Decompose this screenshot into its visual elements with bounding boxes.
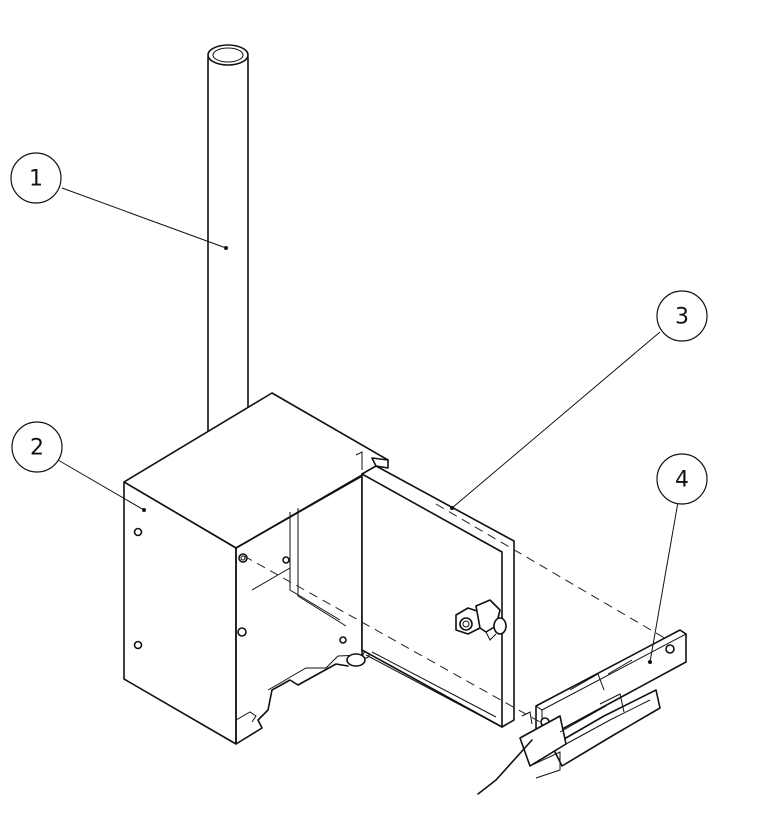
door-part: [361, 457, 515, 728]
tube-part: [201, 44, 255, 466]
fan-plate-part: [477, 629, 687, 795]
callout-3: 3: [656, 290, 708, 342]
callout-1: 1: [10, 152, 62, 204]
callout-4: 4: [656, 453, 708, 505]
callout-3-label: 3: [675, 305, 689, 330]
callout-2-label: 2: [30, 436, 44, 461]
callout-1-label: 1: [29, 167, 43, 192]
assembly-lines: [243, 503, 669, 723]
callout-4-label: 4: [675, 468, 689, 493]
leader-lines: [57, 187, 679, 664]
callout-2: 2: [11, 421, 63, 473]
housing-part: [123, 392, 389, 745]
